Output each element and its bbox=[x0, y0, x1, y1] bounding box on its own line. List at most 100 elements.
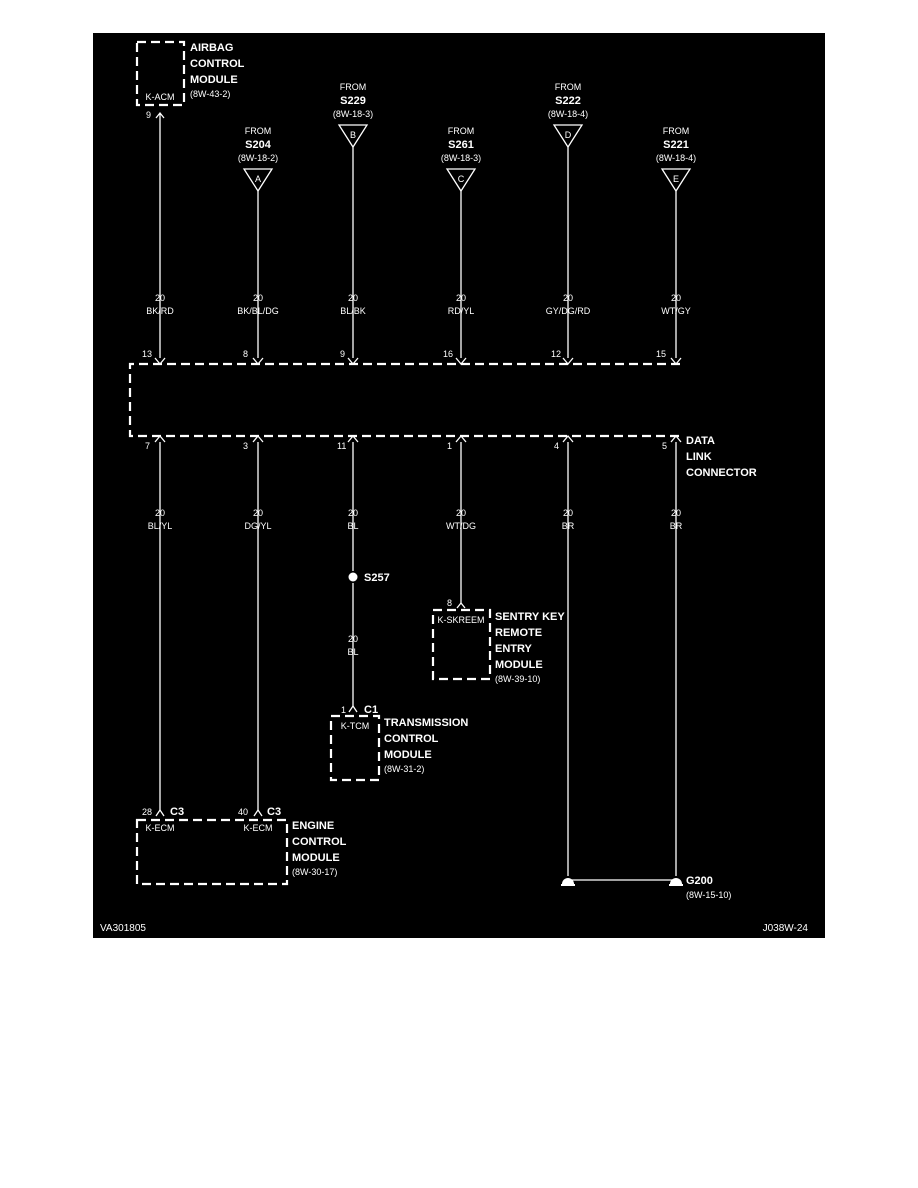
lower-wire-gauge: 20 bbox=[155, 508, 165, 518]
splice-s257-gauge: 20 bbox=[348, 634, 358, 644]
dlc-pin-upper: 16 bbox=[443, 349, 453, 359]
splice-a-from: FROM bbox=[245, 126, 272, 136]
diagram-code-left: VA301805 bbox=[100, 923, 146, 934]
ecm-ref: (8W-30-17) bbox=[292, 867, 337, 877]
dlc-label-line-1: DATA bbox=[686, 435, 715, 447]
upper-wire-color: BK/BL/DG bbox=[237, 306, 279, 316]
dlc-pin-lower: 5 bbox=[662, 441, 667, 451]
dlc-pin-upper: 12 bbox=[551, 349, 561, 359]
tcm-pin: 1 bbox=[341, 705, 346, 715]
ecm-pin-1: 28 bbox=[142, 807, 152, 817]
tcm-ref: (8W-31-2) bbox=[384, 764, 424, 774]
dlc-pin-upper: 15 bbox=[656, 349, 666, 359]
airbag-wire bbox=[155, 111, 165, 358]
upper-wire-gauge: 20 bbox=[253, 293, 263, 303]
lower-wire-color: DG/YL bbox=[244, 521, 271, 531]
lower-wire-color: BR bbox=[562, 521, 575, 531]
lower-wire-gauge: 20 bbox=[253, 508, 263, 518]
splice-c-from: FROM bbox=[448, 126, 475, 136]
airbag-ref: (8W-43-2) bbox=[190, 89, 230, 99]
upper-wire-color: BK/RD bbox=[146, 306, 174, 316]
skreem-label-line-3: ENTRY bbox=[495, 643, 533, 655]
lower-wire-gauge: 20 bbox=[671, 508, 681, 518]
airbag-label-line-2: CONTROL bbox=[190, 58, 245, 70]
upper-wire-gauge: 20 bbox=[348, 293, 358, 303]
lower-wire-color: BR bbox=[670, 521, 683, 531]
splice-b-ref: (8W-18-3) bbox=[333, 109, 373, 119]
splice-s257-id: S257 bbox=[364, 572, 390, 584]
splice-e-from: FROM bbox=[663, 126, 690, 136]
ground-id: G200 bbox=[686, 875, 713, 887]
airbag-module-tag: K-ACM bbox=[146, 92, 175, 102]
dlc-pin-lower: 3 bbox=[243, 441, 248, 451]
upper-wire-color: BL/BK bbox=[340, 306, 366, 316]
diagram-background bbox=[93, 33, 825, 938]
splice-s257-color: BL bbox=[347, 647, 358, 657]
data-link-connector: DATA LINK CONNECTOR 7 3 11 1 4 5 bbox=[128, 357, 757, 479]
ground-ref: (8W-15-10) bbox=[686, 890, 731, 900]
lower-wire-color: BL/YL bbox=[148, 521, 173, 531]
splice-e-ref: (8W-18-4) bbox=[656, 153, 696, 163]
dlc-label-line-3: CONNECTOR bbox=[686, 467, 757, 479]
splice-c: FROM S261 (8W-18-3) C bbox=[441, 126, 481, 358]
splice-d-id: S222 bbox=[555, 95, 581, 107]
upper-wire-gauge: 20 bbox=[456, 293, 466, 303]
ecm-tag-2: K-ECM bbox=[244, 823, 273, 833]
dlc-pin-lower: 7 bbox=[145, 441, 150, 451]
dlc-pin-upper: 8 bbox=[243, 349, 248, 359]
splice-s257: S257 20 BL bbox=[347, 572, 389, 657]
upper-wire-gauge: 20 bbox=[671, 293, 681, 303]
skreem-label-line-1: SENTRY KEY bbox=[495, 611, 565, 623]
engine-control-module: 28 C3 40 C3 K-ECM K-ECM ENGINE CONTROL M… bbox=[135, 806, 347, 886]
ecm-label-line-3: MODULE bbox=[292, 852, 340, 864]
splice-b-id: S229 bbox=[340, 95, 366, 107]
tcm-tag: K-TCM bbox=[341, 721, 370, 731]
airbag-control-module: K-ACM AIRBAG CONTROL MODULE (8W-43-2) 9 bbox=[135, 40, 245, 358]
upper-wire-color: WT/GY bbox=[661, 306, 691, 316]
skreem-pin: 8 bbox=[447, 598, 452, 608]
splice-a-id: S204 bbox=[245, 139, 272, 151]
ecm-tag-1: K-ECM bbox=[146, 823, 175, 833]
ecm-connector-2: C3 bbox=[267, 806, 281, 818]
splice-e-letter: E bbox=[673, 174, 679, 184]
lower-wire-gauge: 20 bbox=[563, 508, 573, 518]
skreem-ref: (8W-39-10) bbox=[495, 674, 540, 684]
lower-wire-color: BL bbox=[347, 521, 358, 531]
upper-wire-color: GY/DG/RD bbox=[546, 306, 591, 316]
splice-e-id: S221 bbox=[663, 139, 689, 151]
dlc-pin-upper: 9 bbox=[340, 349, 345, 359]
lower-wires: 20 BL/YL 20 DG/YL 20 BL 20 WT/DG 20 BR 2… bbox=[148, 442, 683, 876]
airbag-pin: 9 bbox=[146, 110, 151, 120]
tcm-label-line-2: CONTROL bbox=[384, 733, 439, 745]
dlc-pin-lower: 11 bbox=[337, 441, 346, 451]
splice-d-from: FROM bbox=[555, 82, 582, 92]
ecm-pin-2: 40 bbox=[238, 807, 248, 817]
splice-c-id: S261 bbox=[448, 139, 474, 151]
skreem-label-line-2: REMOTE bbox=[495, 627, 542, 639]
ecm-connector-1: C3 bbox=[170, 806, 184, 818]
lower-wire-color: WT/DG bbox=[446, 521, 476, 531]
lower-wire-gauge: 20 bbox=[348, 508, 358, 518]
splice-a-letter: A bbox=[255, 174, 261, 184]
tcm-label-line-3: MODULE bbox=[384, 749, 432, 761]
splice-a: FROM S204 (8W-18-2) A bbox=[238, 126, 278, 358]
upper-wire-gauge: 20 bbox=[563, 293, 573, 303]
splice-c-ref: (8W-18-3) bbox=[441, 153, 481, 163]
splice-d-ref: (8W-18-4) bbox=[548, 109, 588, 119]
transmission-control-module: 1 C1 K-TCM TRANSMISSION CONTROL MODULE (… bbox=[329, 704, 468, 782]
splice-d: FROM S222 (8W-18-4) D bbox=[548, 82, 588, 358]
dlc-pin-lower: 1 bbox=[447, 441, 452, 451]
splice-b-from: FROM bbox=[340, 82, 367, 92]
ecm-label-line-1: ENGINE bbox=[292, 820, 334, 832]
splice-b-letter: B bbox=[350, 130, 356, 140]
splice-b: FROM S229 (8W-18-3) B bbox=[333, 82, 373, 358]
sentry-key-module: 8 K-SKREEM SENTRY KEY REMOTE ENTRY MODUL… bbox=[431, 598, 565, 684]
upper-wire-labels: 20 BK/RD 20 BK/BL/DG 20 BL/BK 20 RD/YL 2… bbox=[142, 293, 691, 359]
diagram-code-right: J038W-24 bbox=[763, 923, 809, 934]
skreem-label-line-4: MODULE bbox=[495, 659, 543, 671]
dlc-pin-lower: 4 bbox=[554, 441, 559, 451]
splice-e: FROM S221 (8W-18-4) E bbox=[656, 126, 696, 358]
tcm-connector: C1 bbox=[364, 704, 378, 716]
lower-wire-gauge: 20 bbox=[456, 508, 466, 518]
